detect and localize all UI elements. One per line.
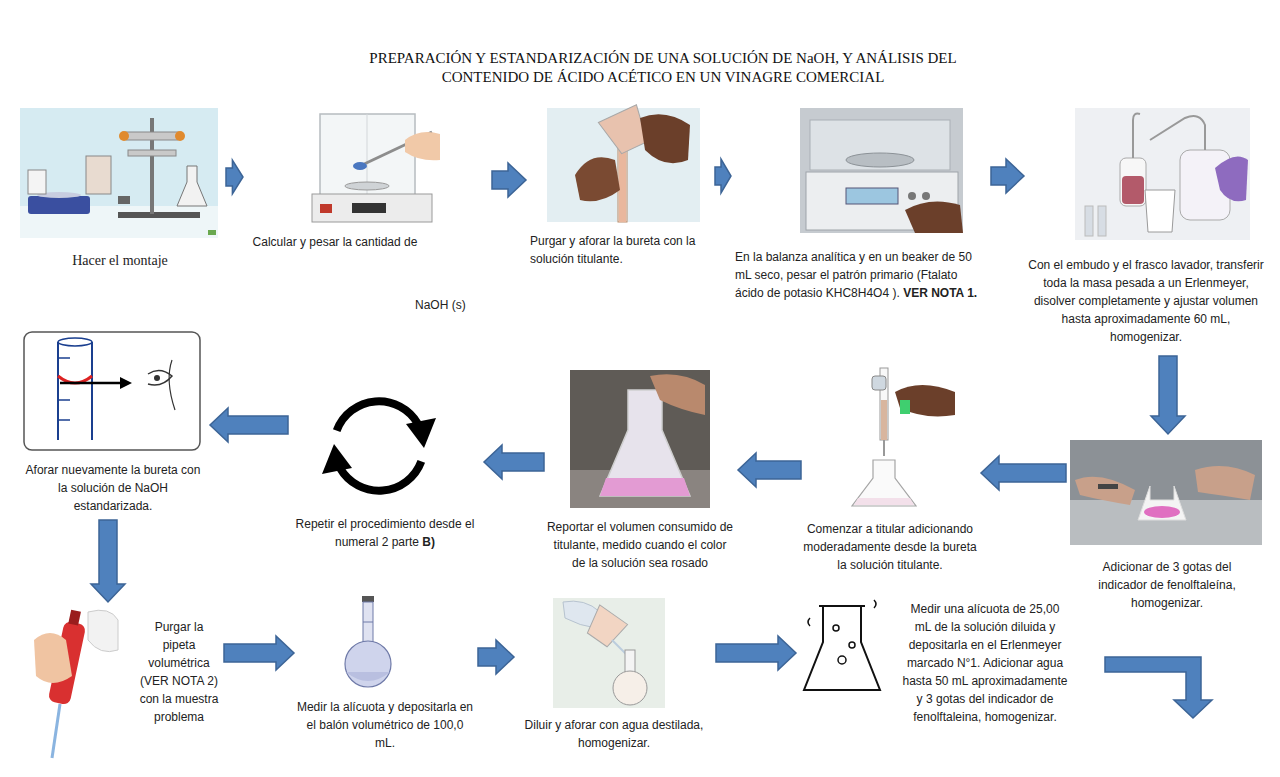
caption-text: Purgar la pipeta volumétrica (VER NOTA 2… bbox=[140, 620, 219, 724]
step-caption: Hacer el montaje bbox=[18, 250, 222, 271]
step-caption: Adicionar de 3 gotas del indicador de fe… bbox=[1081, 558, 1253, 612]
process-step: Aforar nuevamente la bureta con la soluc… bbox=[20, 326, 208, 518]
caption-text: Repetir el procedimiento desde el numera… bbox=[296, 517, 475, 549]
process-step: Purgar y aforar la bureta con la solució… bbox=[528, 104, 713, 271]
end-point-picture bbox=[570, 370, 710, 508]
flow-arrow bbox=[226, 160, 243, 194]
process-step: Hacer el montaje bbox=[18, 104, 224, 276]
step-caption: Purgar y aforar la bureta con la solució… bbox=[530, 232, 711, 268]
flow-arrow bbox=[492, 163, 526, 197]
step-caption: Aforar nuevamente la bureta con la soluc… bbox=[20, 461, 206, 515]
indicator-picture bbox=[1070, 440, 1262, 545]
analytical-balance-picture bbox=[800, 108, 963, 233]
process-step: Comenzar a titular adicionando moderadam… bbox=[803, 362, 979, 577]
caption-text: Aforar nuevamente la bureta con la soluc… bbox=[26, 463, 201, 513]
flow-arrow bbox=[91, 520, 125, 602]
flow-arrow bbox=[484, 445, 544, 479]
process-step: En la balanza analítica y en un beaker d… bbox=[733, 104, 989, 305]
caption-text: B) bbox=[422, 533, 435, 551]
step-caption: Medir la alícuota y depositarla en el ba… bbox=[296, 698, 474, 752]
flow-arrow bbox=[738, 453, 801, 487]
step-caption: Purgar la pipeta volumétrica (VER NOTA 2… bbox=[138, 618, 220, 726]
caption-text: Con el embudo y el frasco lavador, trans… bbox=[1028, 258, 1263, 344]
process-step: Medir la alícuota y depositarla en el ba… bbox=[296, 592, 476, 758]
step-caption: Comenzar a titular adicionando moderadam… bbox=[803, 520, 977, 574]
step-caption: NaOH (s) bbox=[415, 296, 487, 314]
process-step: Diluir y aforar con agua destilada, homo… bbox=[516, 596, 714, 758]
process-step: Calcular y pesar la cantidad de NaOH (s) bbox=[245, 108, 490, 317]
lab-setup-picture bbox=[20, 108, 218, 238]
caption-text: NaOH (s) bbox=[415, 298, 466, 312]
step-caption: Reportar el volumen consumido de titulan… bbox=[546, 518, 734, 572]
process-step: Repetir el procedimiento desde el numera… bbox=[290, 390, 482, 558]
wash-bottle-picture bbox=[1075, 108, 1250, 240]
flow-arrow bbox=[981, 456, 1066, 490]
balance-picture bbox=[312, 114, 440, 222]
step-caption: Calcular y pesar la cantidad de bbox=[245, 233, 425, 251]
process-step: Adicionar de 3 gotas del indicador de fe… bbox=[1068, 436, 1264, 615]
caption-text: Hacer el montaje bbox=[72, 253, 168, 268]
caption-text: Calcular y pesar la cantidad de bbox=[253, 235, 418, 249]
step-caption: Medir una alícuota de 25,00 mL de la sol… bbox=[902, 600, 1068, 726]
process-step: Purgar la pipeta volumétrica (VER NOTA 2… bbox=[28, 604, 222, 764]
process-step: Medir una alícuota de 25,00 mL de la sol… bbox=[798, 596, 1070, 770]
titration-picture bbox=[852, 368, 955, 506]
caption-text: Reportar el volumen consumido de titulan… bbox=[547, 520, 733, 570]
flow-arrow bbox=[716, 636, 796, 670]
step-caption: Diluir y aforar con agua destilada, homo… bbox=[516, 716, 712, 752]
caption-text: Comenzar a titular adicionando moderadam… bbox=[803, 522, 976, 572]
pipette-picture bbox=[34, 610, 118, 758]
step-caption: Con el embudo y el frasco lavador, trans… bbox=[1028, 256, 1264, 346]
erlenmeyer-sketch bbox=[804, 600, 880, 690]
flow-arrow bbox=[478, 640, 514, 674]
caption-text: Diluir y aforar con agua destilada, homo… bbox=[525, 718, 704, 750]
burette-filling-picture bbox=[547, 105, 700, 222]
continue-arrow bbox=[1105, 657, 1212, 718]
flow-arrow bbox=[210, 408, 288, 442]
flow-arrow bbox=[1151, 356, 1185, 434]
caption-text: VER NOTA 1. bbox=[903, 284, 977, 302]
meniscus-picture bbox=[24, 332, 200, 450]
flow-arrow bbox=[715, 159, 731, 193]
caption-text: Adicionar de 3 gotas del indicador de fe… bbox=[1098, 560, 1235, 610]
caption-text: Purgar y aforar la bureta con la solució… bbox=[530, 234, 695, 266]
title: PREPARACIÓN Y ESTANDARIZACIÓN DE UNA SOL… bbox=[343, 49, 983, 87]
process-step: Con el embudo y el frasco lavador, trans… bbox=[1026, 104, 1266, 354]
volumetric-flask-picture bbox=[345, 596, 391, 687]
process-step: Reportar el volumen consumido de titulan… bbox=[546, 368, 736, 575]
step-caption: Repetir el procedimiento desde el numera… bbox=[290, 515, 480, 551]
flow-arrow bbox=[224, 636, 294, 670]
flow-arrow bbox=[991, 159, 1024, 193]
caption-text: Medir la alícuota y depositarla en el ba… bbox=[297, 700, 473, 750]
dilution-picture bbox=[553, 598, 665, 708]
step-caption: En la balanza analítica y en un beaker d… bbox=[735, 248, 987, 302]
cycle-arrows-icon bbox=[322, 401, 436, 490]
caption-text: Medir una alícuota de 25,00 mL de la sol… bbox=[903, 602, 1068, 724]
